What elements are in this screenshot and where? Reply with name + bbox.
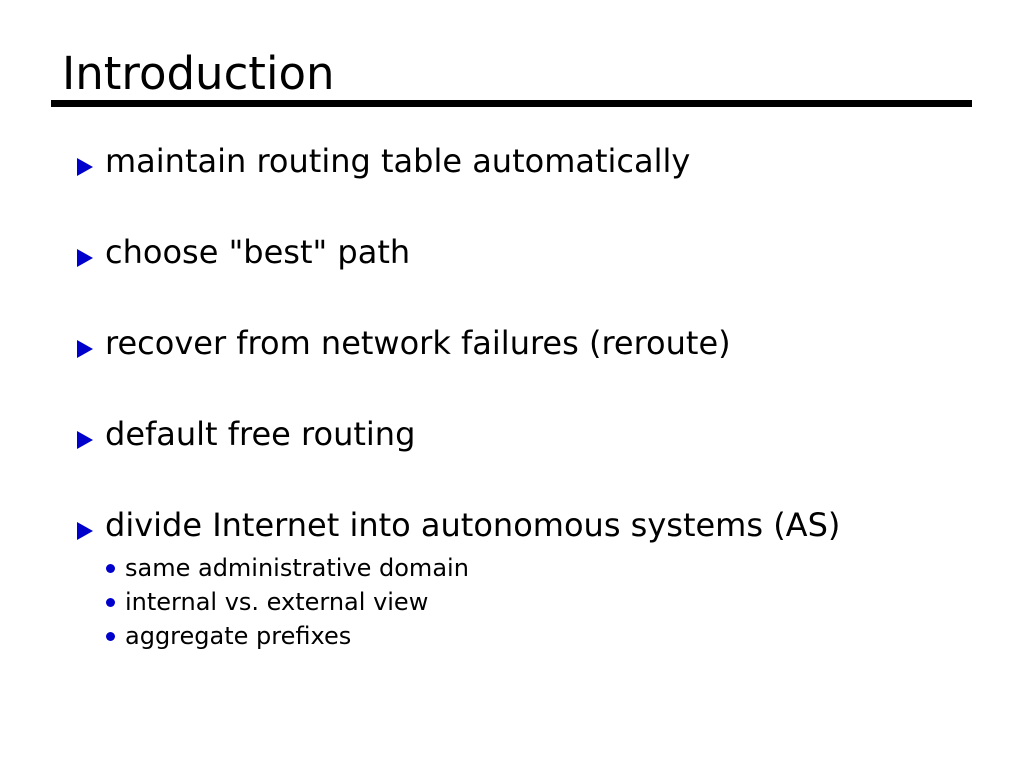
blue-triangle-bullet-icon <box>77 158 93 176</box>
blue-triangle-bullet-icon <box>77 249 93 267</box>
bullet-text: divide Internet into autonomous systems … <box>105 506 841 544</box>
blue-dot-bullet-icon <box>106 564 115 573</box>
bullet-text: recover from network failures (reroute) <box>105 324 731 362</box>
bullet-text: choose "best" path <box>105 233 411 271</box>
slide-body: maintain routing table automatically cho… <box>0 140 1024 654</box>
blue-triangle-bullet-icon <box>77 431 93 449</box>
blue-triangle-bullet-icon <box>77 340 93 358</box>
bullet-row: recover from network failures (reroute) <box>0 322 1024 368</box>
sub-bullet-item: internal vs. external view <box>0 586 1024 620</box>
blue-dot-bullet-icon <box>106 632 115 641</box>
bullet-row: choose "best" path <box>0 231 1024 277</box>
sub-bullet-item: aggregate prefixes <box>0 620 1024 654</box>
sub-bullet-text: aggregate prefixes <box>125 622 352 650</box>
sub-bullet-list: same administrative domain internal vs. … <box>0 552 1024 654</box>
blue-dot-bullet-icon <box>106 598 115 607</box>
sub-bullet-text: internal vs. external view <box>125 588 429 616</box>
bullet-item: choose "best" path <box>0 231 1024 322</box>
page-title: Introduction <box>62 47 335 100</box>
bullet-text: maintain routing table automatically <box>105 142 691 180</box>
bullet-item: default free routing <box>0 413 1024 504</box>
bullet-item: maintain routing table automatically <box>0 140 1024 231</box>
sub-bullet-item: same administrative domain <box>0 552 1024 586</box>
bullet-row: default free routing <box>0 413 1024 459</box>
sub-bullet-text: same administrative domain <box>125 554 469 582</box>
title-divider <box>51 100 972 107</box>
bullet-row: maintain routing table automatically <box>0 140 1024 186</box>
bullet-item: recover from network failures (reroute) <box>0 322 1024 413</box>
blue-triangle-bullet-icon <box>77 522 93 540</box>
bullet-text: default free routing <box>105 415 416 453</box>
bullet-row: divide Internet into autonomous systems … <box>0 504 1024 550</box>
bullet-item: divide Internet into autonomous systems … <box>0 504 1024 654</box>
